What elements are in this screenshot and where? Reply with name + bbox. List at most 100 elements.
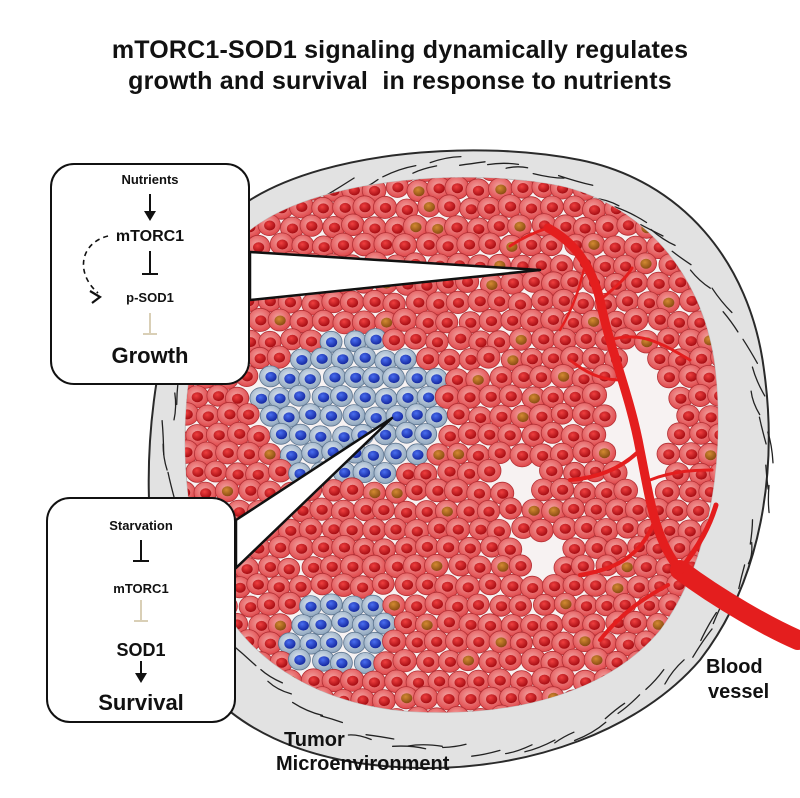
- tumor-cell: [594, 481, 618, 504]
- starved-tumor-cell: [330, 347, 354, 370]
- tumor-cell: [394, 572, 420, 597]
- tumor-cell: [414, 500, 439, 523]
- tumor-cell: [311, 535, 335, 558]
- stroma-fiber: [267, 680, 292, 695]
- stroma-fiber: [347, 734, 372, 741]
- stroma-fiber: [664, 659, 685, 685]
- tumor-cell: [646, 271, 671, 295]
- stroma-fiber: [645, 668, 665, 691]
- tumor-cell: [521, 498, 546, 522]
- tumor-cell: [532, 629, 556, 653]
- stroma-fiber: [291, 701, 324, 717]
- tumor-cell: [510, 364, 537, 389]
- tumor-cell: [404, 478, 428, 501]
- tumor-cell: [424, 707, 450, 713]
- tumor-cell: [445, 290, 471, 314]
- tumor-cell: [478, 384, 503, 408]
- tumor-cell: [447, 670, 472, 694]
- starved-tumor-cell: [374, 350, 398, 372]
- starved-tumor-cell: [353, 652, 377, 674]
- starved-tumor-cell: [364, 406, 388, 429]
- starved-tumor-cell: [308, 425, 332, 448]
- starved-tumor-cell: [309, 613, 332, 635]
- tumor-cell: [310, 572, 335, 596]
- tumor-cell: [458, 536, 482, 560]
- tumor-cell: [404, 594, 429, 618]
- tumor-cell: [394, 686, 419, 710]
- stroma-fiber: [320, 715, 344, 724]
- stroma-fiber: [617, 694, 641, 715]
- growth-pathway-arrows: [82, 194, 158, 335]
- survival-label: Survival: [98, 690, 184, 715]
- tumor-cell: [445, 629, 470, 653]
- tumor-cell: [561, 497, 585, 520]
- mtorc1-label: mTORC1: [115, 228, 185, 245]
- starved-tumor-cell: [319, 631, 343, 654]
- tumor-cell: [550, 477, 575, 501]
- tumor-cell: [573, 515, 599, 540]
- tumor-cell: [466, 480, 492, 506]
- stroma-fiber: [260, 668, 284, 684]
- tumor-cell: [258, 555, 282, 578]
- starved-tumor-cell: [352, 461, 376, 484]
- tumor-cell: [426, 443, 451, 466]
- tumor-cell: [488, 177, 513, 201]
- stroma-fiber: [604, 702, 626, 720]
- tumor-cell: [541, 498, 567, 524]
- starved-tumor-cell: [396, 386, 419, 409]
- tumor-cell: [413, 177, 439, 182]
- tumor-cell: [510, 177, 535, 199]
- tumor-cell: [478, 650, 503, 674]
- tumor-cell: [574, 327, 598, 350]
- tumor-cell: [572, 629, 597, 652]
- tumor-cell: [289, 309, 315, 334]
- tumor-cell: [615, 289, 639, 312]
- tumor-cell: [572, 440, 597, 464]
- tumor-cell: [352, 232, 377, 257]
- tumor-cell: [623, 307, 649, 332]
- survival-pathway-arrows: [133, 540, 149, 683]
- tumor-cell: [477, 196, 502, 220]
- tumor-cell: [457, 421, 483, 446]
- starved-tumor-cell: [372, 612, 396, 635]
- tumor-cell: [448, 553, 473, 577]
- tumor-cell: [489, 404, 514, 428]
- stroma-fiber: [554, 731, 575, 744]
- tumor-cell: [540, 421, 565, 444]
- tumor-cell: [707, 423, 719, 446]
- tumor-cell: [562, 574, 586, 596]
- tumor-cell: [437, 459, 462, 483]
- tumor-cell: [550, 402, 574, 425]
- tumor-cell: [550, 364, 576, 389]
- starved-tumor-cell: [374, 387, 398, 410]
- tumor-cell: [584, 536, 609, 559]
- tumor-cell: [582, 613, 606, 636]
- tumor-cell: [667, 422, 691, 446]
- tumor-cell: [573, 481, 597, 504]
- stroma-fiber: [524, 739, 556, 753]
- tumor-cell: [373, 651, 399, 676]
- starved-tumor-cell: [288, 423, 312, 446]
- tumor-cell: [561, 610, 586, 634]
- starved-tumor-cell: [319, 404, 343, 427]
- tumor-cell: [332, 311, 357, 335]
- stroma-fiber: [365, 734, 395, 740]
- tumor-cell: [392, 649, 417, 673]
- tumor-cell: [351, 310, 377, 334]
- tumor-cell: [322, 216, 346, 239]
- tumor-cell: [498, 497, 523, 520]
- stroma-fiber: [747, 541, 753, 565]
- tumor-cell: [570, 554, 595, 578]
- tumor-cell: [592, 404, 617, 428]
- tumor-cell: [521, 386, 547, 410]
- tumor-cell: [437, 194, 462, 218]
- starved-tumor-cell: [342, 595, 365, 618]
- stroma-fiber: [750, 390, 761, 416]
- tumor-cell: [185, 460, 210, 483]
- starvation-label: Starvation: [109, 518, 173, 533]
- tumor-cell: [205, 422, 232, 447]
- tumor-cell: [246, 573, 270, 595]
- tumor-cell: [416, 650, 441, 674]
- starved-tumor-cell: [414, 423, 438, 445]
- tumor-cell: [509, 443, 535, 468]
